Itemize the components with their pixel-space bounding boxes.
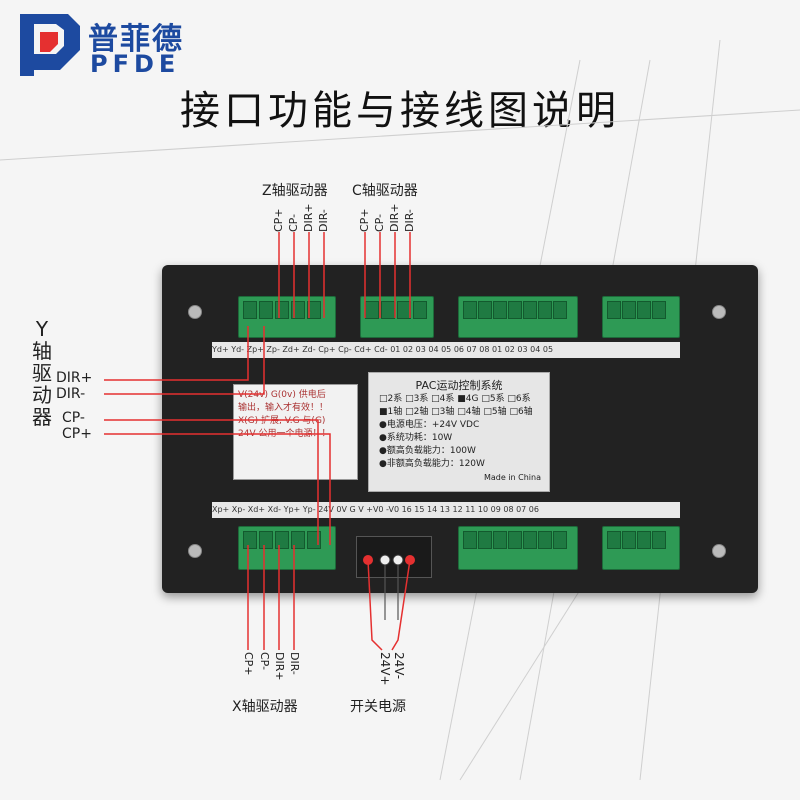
terminal-block-inputs-2	[458, 526, 578, 570]
x-pin-label: CP-	[258, 652, 271, 671]
screw-icon	[188, 544, 202, 558]
y-title-char: 驱	[32, 361, 52, 385]
terminal-block-inputs	[458, 296, 578, 338]
power-pin-label: 24V-	[392, 652, 406, 680]
screw-icon	[712, 544, 726, 558]
c-pin-label: DIR-	[403, 209, 416, 232]
info-axis-options2: ■1轴 □2轴 □3轴 □4轴 □5轴 □6轴	[379, 407, 533, 417]
screw-icon	[188, 305, 202, 319]
brand-name-cn: 普菲德	[88, 22, 184, 57]
c-pin-label: DIR+	[388, 203, 401, 232]
top-terminal-strip: Yd+ Yd- Zp+ Zp- Zd+ Zd- Cp+ Cp- Cd+ Cd- …	[212, 342, 680, 358]
z-pin-label: DIR+	[302, 203, 315, 232]
c-axis-driver-title: C轴驱动器	[352, 183, 418, 199]
y-title-char: 器	[32, 405, 52, 429]
info-axis-options: □2系 □3系 □4系 ■4G □5系 □6系	[379, 394, 531, 404]
note-line: X(G) 扩展, V.G 与(G)	[238, 416, 326, 426]
terminal-block-c	[360, 296, 434, 338]
info-heading: PAC运动控制系统	[415, 379, 503, 392]
terminal-block-outputs-2	[602, 526, 680, 570]
info-spec: ●系统功耗：10W	[379, 433, 453, 443]
terminal-block-outputs	[602, 296, 680, 338]
z-pin-label: DIR-	[317, 209, 330, 232]
y-pin-label: DIR-	[56, 386, 86, 402]
bottom-terminal-strip: Xp+ Xp- Xd+ Xd- Yp+ Yp- 24V 0V G V +V0 -…	[212, 502, 680, 518]
terminal-block-x	[238, 526, 336, 570]
brand-name-en: PFDE	[90, 50, 181, 78]
x-pin-label: DIR-	[288, 652, 301, 675]
c-pin-label: CP-	[373, 213, 386, 232]
c-pin-label: CP+	[358, 208, 371, 232]
y-pin-label: CP-	[62, 410, 85, 426]
info-spec: ●非额高负载能力：120W	[379, 459, 485, 469]
y-title-char: 轴	[32, 339, 52, 363]
pfde-logo-icon	[20, 14, 80, 76]
made-in-label: Made in China	[483, 473, 541, 482]
x-pin-label: DIR+	[273, 652, 286, 681]
y-title-char: Y	[35, 317, 49, 341]
power-pin-label: 24V+	[378, 652, 392, 686]
power-supply-title: 开关电源	[350, 699, 406, 715]
z-pin-label: CP-	[287, 213, 300, 232]
note-line: V(24v) G(0v) 供电后	[238, 390, 326, 400]
y-pin-label: DIR+	[56, 370, 93, 386]
y-pin-label: CP+	[62, 426, 92, 442]
info-label-panel: PAC运动控制系统 □2系 □3系 □4系 ■4G □5系 □6系 ■1轴 □2…	[368, 372, 550, 492]
z-pin-label: CP+	[272, 208, 285, 232]
x-axis-driver-title: X轴驱动器	[232, 699, 298, 715]
y-axis-driver-title: Y 轴 驱 动 器	[32, 318, 52, 428]
note-line: 输出，输入才有效！！	[238, 403, 329, 413]
info-spec: ●额高负载能力：100W	[379, 446, 476, 456]
screw-icon	[712, 305, 726, 319]
x-pin-label: CP+	[242, 652, 255, 676]
y-title-char: 动	[32, 383, 52, 407]
info-spec: ●电源电压：+24V VDC	[379, 420, 480, 430]
terminal-block-z	[238, 296, 336, 338]
z-axis-driver-title: Z轴驱动器	[262, 183, 328, 199]
